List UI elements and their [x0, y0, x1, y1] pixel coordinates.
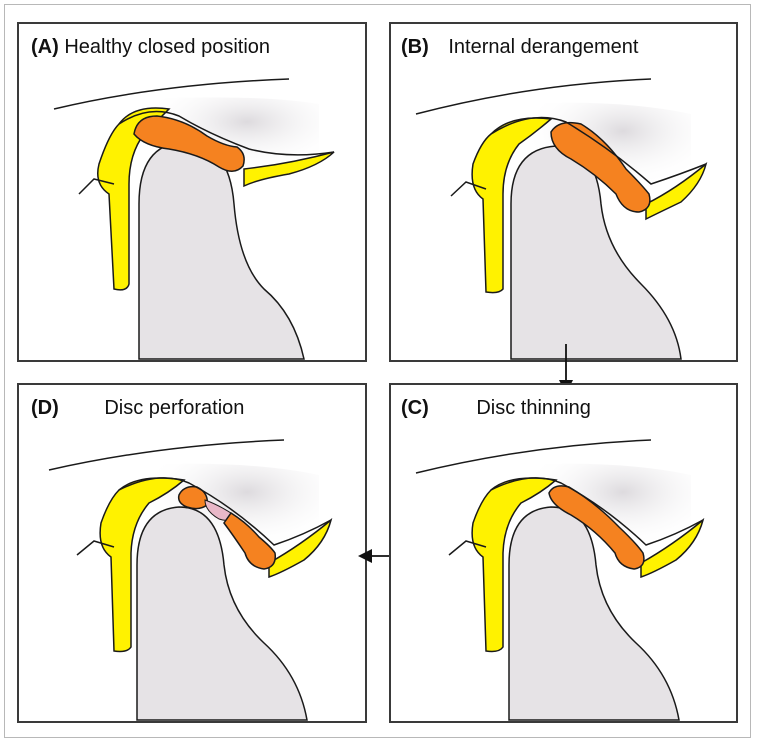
retrodiscal-ligament — [99, 477, 186, 653]
retrodiscal-ligament — [471, 477, 558, 653]
articular-disc — [550, 121, 651, 213]
skull-outline — [415, 78, 652, 115]
disc-anterior-fragment — [223, 511, 277, 570]
figure-frame — [4, 4, 751, 738]
panel-d-title: Disc perforation — [104, 397, 245, 419]
panel-c-title: Disc thinning — [476, 397, 591, 419]
panel-d: (D) Disc perforation — [17, 383, 367, 723]
articular-disc — [133, 115, 245, 172]
panel-c-label: (C) Disc thinning — [401, 397, 591, 420]
tmj-disc-perforation-illustration — [48, 439, 333, 721]
panel-b-title: Internal derangement — [448, 36, 639, 58]
panel-b-label: (B) Internal derangement — [401, 36, 638, 59]
panel-d-label: (D) Disc perforation — [31, 397, 244, 420]
fossa-line — [118, 477, 332, 546]
condyle — [508, 506, 680, 721]
panel-a-title: Healthy closed position — [64, 36, 271, 58]
panel-b-letter: (B) — [401, 36, 429, 58]
panel-a-label: (A) Healthy closed position — [31, 36, 270, 59]
panel-a-letter: (A) — [31, 36, 59, 58]
fossa-line — [118, 110, 335, 156]
retrodiscal-ligament — [97, 107, 171, 291]
anterior-capsule — [640, 517, 705, 579]
condyle — [138, 141, 305, 360]
tmj-healthy-illustration — [53, 78, 335, 360]
panel-c-letter: (C) — [401, 397, 429, 419]
anterior-capsule — [268, 517, 333, 579]
panel-b: (B) Internal derangement — [389, 22, 738, 362]
posterior-band — [76, 540, 115, 556]
tmj-disc-thinning-illustration — [415, 439, 705, 721]
panel-a: (A) Healthy closed position — [17, 22, 367, 362]
anterior-capsule — [243, 151, 335, 188]
panel-c: (C) Disc thinning — [389, 383, 738, 723]
fossa-line — [490, 477, 704, 546]
skull-outline — [48, 439, 285, 471]
tmj-internal-derangement-illustration — [415, 78, 708, 360]
fossa-line — [490, 116, 707, 185]
panel-d-letter: (D) — [31, 397, 59, 419]
posterior-band — [448, 540, 487, 556]
posterior-band — [450, 181, 487, 197]
condyle — [136, 506, 308, 721]
skull-outline — [415, 439, 652, 474]
retrodiscal-ligament — [471, 117, 553, 294]
anterior-capsule — [645, 161, 708, 221]
condyle — [510, 145, 682, 360]
posterior-band — [78, 178, 115, 195]
skull-outline — [53, 78, 290, 110]
